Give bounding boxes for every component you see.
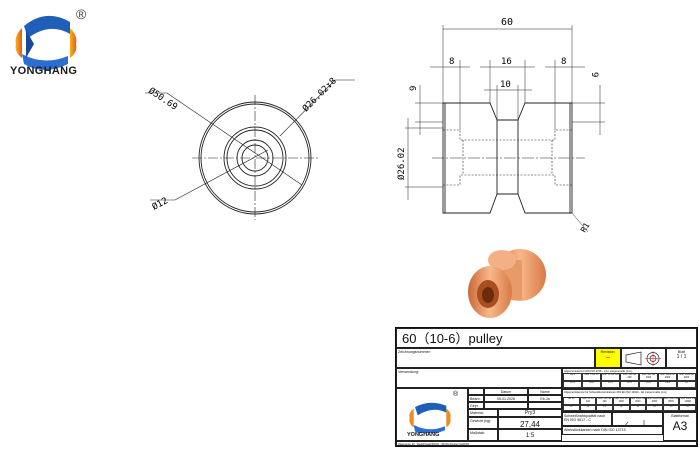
drawn-date: 05.01.2026 [484, 395, 528, 402]
title-block-logo: ® YONGHANG [396, 388, 468, 441]
revision-label: Revision: [600, 349, 616, 354]
sheet-format-label: Blattformat [671, 413, 689, 418]
registered-mark: ® [76, 6, 87, 22]
logo-mark-icon [409, 402, 451, 433]
tolerance-cell: ±0.1 [563, 381, 582, 388]
material-label: Material: [468, 409, 498, 417]
scale-value: 1:5 [498, 429, 562, 441]
dim-bore: Ø26.02 [396, 147, 407, 180]
company-logo: ® YONGHANG [10, 6, 100, 78]
tolerance-cell: ±6 [679, 405, 696, 411]
front-view: Ø50.69 Ø26.02↧8 Ø12 [145, 76, 355, 220]
tolerance-cell: ±4 [646, 405, 663, 411]
revision-box: Revision: – [595, 348, 621, 368]
weld-tolerance-title: Allgemeintoleranz für Schweißkonstruktio… [564, 390, 667, 394]
tolerance-cell: bis 6 [563, 373, 582, 381]
tolerance-cell: über 400 bis 1000 [612, 397, 630, 405]
tolerance-cell: ±1 [579, 405, 597, 411]
dim-bore-diameter: Ø12 [150, 195, 170, 212]
scale-label: Maßstab: [468, 429, 498, 441]
dim-recess-diameter: Ø26.02↧8 [300, 76, 338, 114]
tolerance-cell: über 400 bis 1000 [639, 373, 658, 381]
drawing-title: 60（10-6）pulley [396, 328, 697, 348]
tolerance-cell: bis 30 [563, 397, 580, 405]
tolerance-cell: ±0.2 [582, 381, 601, 388]
tolerance-cell: ±1 [563, 405, 580, 411]
dim-overall-width: 60 [501, 17, 513, 28]
drawn-name: Eb.Ja [528, 395, 562, 402]
brand-name: YONGHANG [407, 432, 440, 438]
weld-quality-label: Schweißnahtqualität nach EN ISO 5817 - C [562, 412, 612, 426]
tolerance-cell: über 1000 bis 2000 [658, 373, 677, 381]
tolerance-cell: über 30 bis 120 [579, 397, 597, 405]
tolerance-cell: ±2 [677, 381, 696, 388]
weld-tolerance-values: ±1±1±1±2±3±4±5±6 [563, 405, 696, 411]
name-header: Name [528, 388, 562, 395]
tolerance-cell: über 4000 bis 8000 [662, 397, 680, 405]
tolerance-cell: ±3 [629, 405, 647, 411]
tolerance-cell: über 1000 bis 2000 [629, 397, 647, 405]
weld-tolerance-table: Allgemeintoleranz für Schweißkonstruktio… [562, 389, 697, 412]
dim-groove-width: 10 [500, 80, 511, 90]
tolerance-values: ±0.1±0.2±0.3±0.5±0.8±1.2±2 [563, 381, 696, 388]
logo-mark-icon [15, 15, 77, 70]
tolerance-cell: ±1.2 [658, 381, 677, 388]
sheet-format-value: A3 [672, 418, 688, 433]
dim-right-flange: 8 [561, 57, 566, 67]
drawing-number-label: Zeichnungsnummer: [396, 348, 595, 368]
filename-value: E:\_Vault\Projekt\DATA\...\60(10-6)pulle… [412, 442, 470, 446]
tolerance-cell: ±0.5 [620, 381, 639, 388]
sheet-value: 1 / 1 [676, 353, 687, 360]
checked-label: Gepr. [468, 402, 484, 409]
tolerance-cell: ±2 [612, 405, 630, 411]
dim-right-step: 9 [589, 72, 599, 77]
tolerance-cell: ±5 [662, 405, 680, 411]
tolerance-cell: ±0.3 [601, 381, 620, 388]
workpiece-edges-label: Werkstückkanten nach DIN ISO 13715 [562, 426, 663, 435]
projection-symbol-icon [621, 348, 666, 368]
dim-left-step: 9 [409, 86, 419, 91]
dim-radius: R1 [579, 221, 592, 234]
filename-row: Dateiname: E:\_Vault\Projekt\DATA\...\60… [396, 441, 697, 446]
general-tolerance-table: Allgemeintoleranz DIN ISO 2768 - mK / Lä… [562, 368, 697, 389]
tolerance-cell: über 2000 bis 4000 [677, 373, 696, 381]
dim-center-width: 16 [501, 57, 512, 67]
weight-value: 27,44 [498, 417, 562, 429]
tolerance-cell: über 2000 bis 4000 [646, 397, 663, 405]
tolerance-cell: über 120 bis 400 [620, 373, 639, 381]
edge-symbol-icon [612, 412, 663, 426]
sheet-format-box: Blattformat A3 [663, 412, 697, 441]
tolerance-cell: ±0.8 [639, 381, 658, 388]
side-view: 60 8 16 8 10 9 9 Ø26.02 R1 [396, 17, 605, 234]
weight-label: Gewicht (kg): [468, 417, 498, 429]
dim-left-flange: 8 [449, 57, 454, 67]
date-header: Datum [484, 388, 528, 395]
usage-label: Verwendung: [396, 368, 562, 388]
dim-outer-diameter: Ø50.69 [146, 85, 179, 112]
tolerance-title: Allgemeintoleranz DIN ISO 2768 - mK / Lä… [564, 369, 632, 373]
tolerance-cell: über 120 bis 400 [596, 397, 613, 405]
title-block: 60（10-6）pulley Zeichnungsnummer: Revisio… [395, 327, 698, 447]
drawn-label: Bearb. [468, 395, 484, 402]
tolerance-cell: über 30 bis 120 [601, 373, 620, 381]
registered-mark: ® [453, 391, 459, 398]
tolerance-cell: über 8000 bis 12000 [679, 397, 696, 405]
brand-name: YONGHANG [10, 65, 78, 77]
sheet-label: Blatt [677, 349, 686, 354]
sheet-box: Blatt 1 / 1 [666, 348, 697, 368]
pulley-3d-render [468, 249, 546, 318]
material-value: Pry3 [498, 409, 562, 417]
tolerance-cell: ±1 [596, 405, 613, 411]
revision-value: – [606, 353, 610, 361]
tolerance-cell: über 6 bis 30 [582, 373, 601, 381]
filename-label: Dateiname: [398, 442, 412, 446]
